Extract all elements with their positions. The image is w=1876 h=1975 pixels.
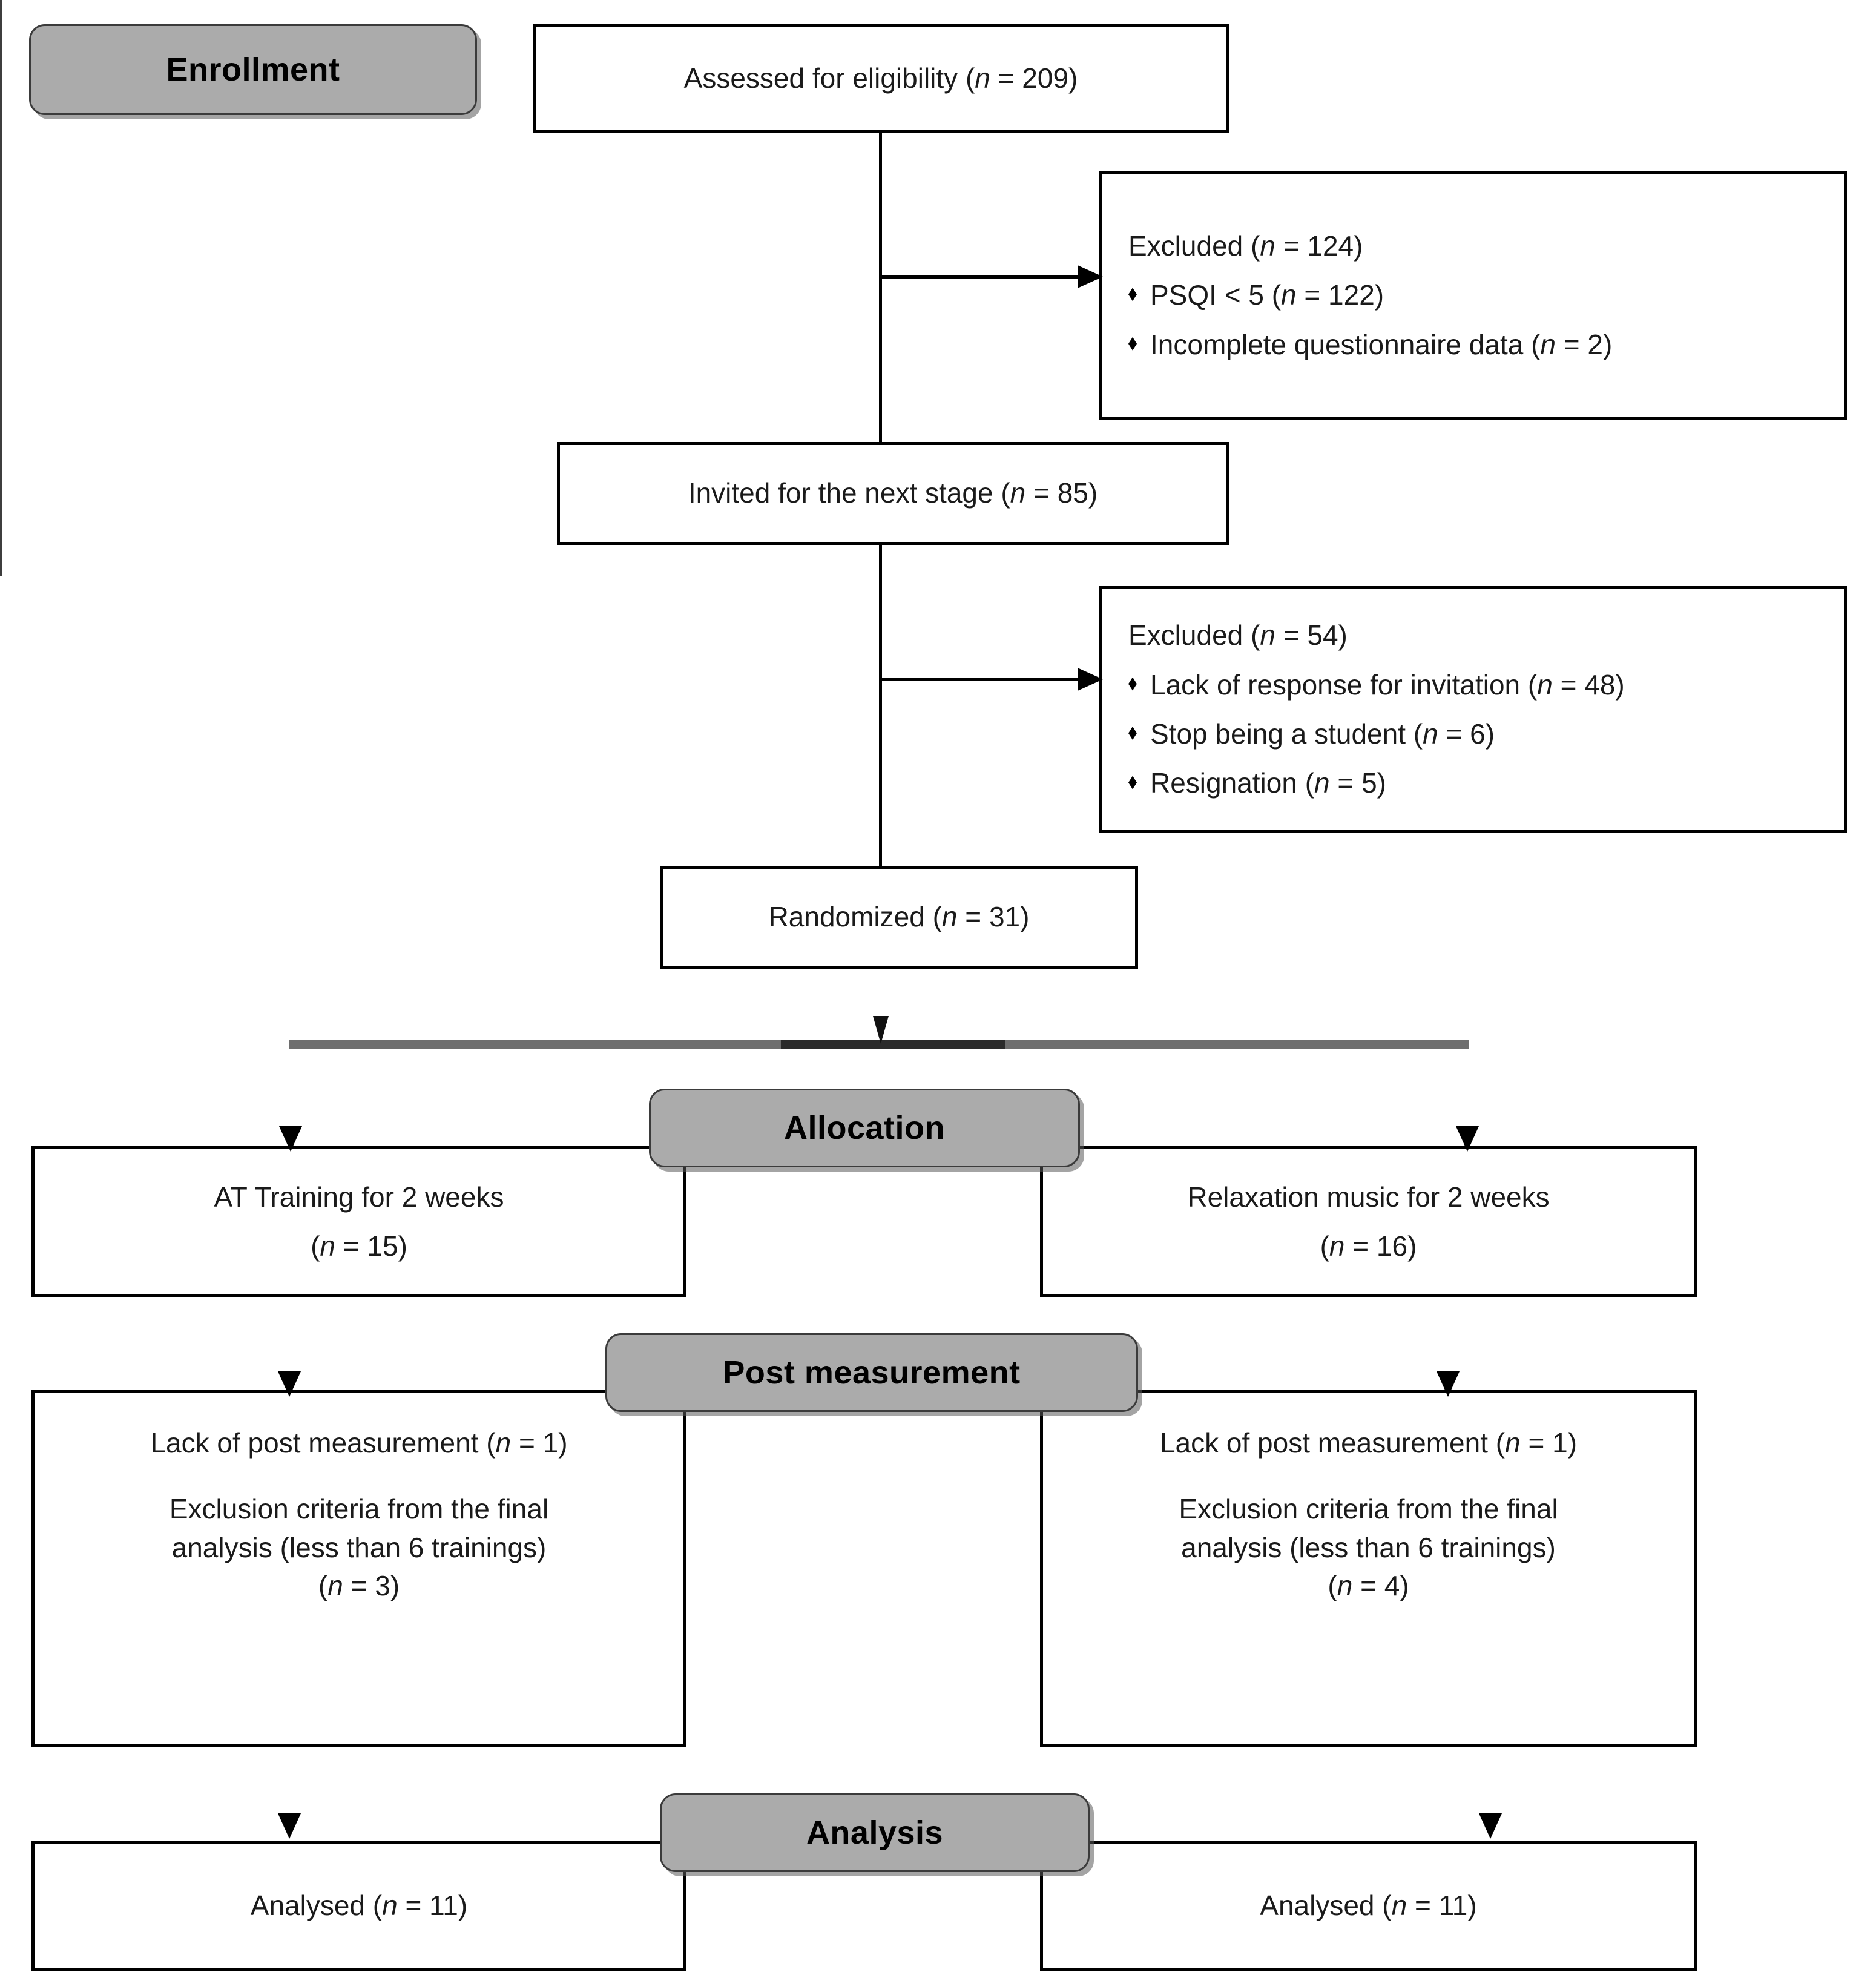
- connector-left-allocation-to-post: [0, 249, 2, 334]
- connector-invited-to-randomized: [879, 545, 882, 866]
- invited-next-stage-text: Invited for the next stage (n = 85): [688, 477, 1098, 509]
- italic-n: n: [1314, 767, 1330, 799]
- post-left-line-2: Exclusion criteria from the final: [169, 1493, 549, 1525]
- excluded-1-item-0: PSQI < 5 (n = 122): [1128, 276, 1384, 314]
- stage-label-enrollment: Enrollment: [29, 24, 477, 115]
- arrowhead-randomized-to-split: [873, 1016, 889, 1044]
- connector-split-to-right-arm: [0, 153, 2, 249]
- italic-n: n: [1281, 279, 1297, 311]
- connector-randomized-to-split: [0, 0, 2, 56]
- italic-n: n: [495, 1427, 512, 1459]
- excluded-2-item-1: Stop being a student (n = 6): [1128, 715, 1495, 753]
- post-left-line-1: Lack of post measurement (n = 1): [150, 1427, 568, 1459]
- stage-label-post-measurement: Post measurement: [605, 1333, 1138, 1412]
- diamond-bullet-icon: [1128, 727, 1137, 740]
- node-post-measurement-right: Lack of post measurement (n = 1) Exclusi…: [1040, 1390, 1697, 1747]
- stage-label-allocation: Allocation: [649, 1089, 1080, 1167]
- excluded-1-item-1: Incomplete questionnaire data (n = 2): [1128, 326, 1612, 364]
- excluded-2-item-2-text: Resignation (n = 5): [1150, 767, 1386, 799]
- arrowhead-left-post-to-analysis: [278, 1813, 301, 1839]
- italic-n: n: [975, 62, 990, 94]
- node-invited-next-stage: Invited for the next stage (n = 85): [557, 442, 1229, 545]
- arrowhead-right-allocation-to-post: [1437, 1371, 1460, 1397]
- diamond-bullet-icon: [1128, 337, 1137, 351]
- italic-n: n: [941, 901, 958, 933]
- italic-n: n: [1540, 328, 1556, 360]
- diamond-bullet-icon: [1128, 776, 1137, 790]
- excluded-2-item-0: Lack of response for invitation (n = 48): [1128, 666, 1625, 704]
- excluded-2-heading: Excluded (n = 54): [1128, 619, 1348, 651]
- allocation-right-line-1: Relaxation music for 2 weeks: [1187, 1181, 1550, 1213]
- italic-n: n: [320, 1230, 335, 1262]
- node-post-measurement-left: Lack of post measurement (n = 1) Exclusi…: [31, 1390, 686, 1747]
- italic-n: n: [1260, 619, 1275, 651]
- node-analysed-right: Analysed (n = 11): [1040, 1841, 1697, 1971]
- node-allocation-left-at-training: AT Training for 2 weeks (n = 15): [31, 1146, 686, 1297]
- node-excluded-stage-1: Excluded (n = 124) PSQI < 5 (n = 122) In…: [1099, 171, 1847, 420]
- excluded-1-heading: Excluded (n = 124): [1128, 229, 1363, 262]
- allocation-split-bar-center: [781, 1040, 1005, 1049]
- post-right-line-1: Lack of post measurement (n = 1): [1159, 1427, 1578, 1459]
- node-assessed-for-eligibility: Assessed for eligibility (n = 209): [533, 24, 1229, 133]
- excluded-2-item-0-text: Lack of response for invitation (n = 48): [1150, 668, 1625, 701]
- post-left-line-4: (n = 3): [318, 1570, 400, 1602]
- italic-n: n: [1010, 477, 1026, 509]
- italic-n: n: [1329, 1230, 1345, 1262]
- post-left-line-3: analysis (less than 6 trainings): [171, 1531, 547, 1563]
- stage-label-allocation-text: Allocation: [783, 1110, 945, 1146]
- assessed-for-eligibility-text: Assessed for eligibility (n = 209): [683, 62, 1078, 94]
- analysed-right-text: Analysed (n = 11): [1260, 1889, 1477, 1921]
- arrowhead-to-left-allocation: [279, 1126, 302, 1152]
- arrowhead-to-excluded-2: [1078, 668, 1103, 691]
- arrowhead-left-allocation-to-post: [278, 1371, 301, 1397]
- connector-to-excluded-1: [879, 275, 1085, 279]
- connector-left-post-to-analysis: [0, 419, 2, 498]
- italic-n: n: [1260, 229, 1275, 262]
- connector-split-to-left-arm: [0, 56, 2, 153]
- italic-n: n: [327, 1570, 343, 1602]
- stage-label-post-measurement-text: Post measurement: [723, 1354, 1021, 1391]
- allocation-right-line-2: (n = 16): [1320, 1230, 1417, 1262]
- connector-assessed-to-invited: [879, 133, 882, 442]
- connector-to-excluded-2: [879, 678, 1085, 681]
- excluded-2-item-2: Resignation (n = 5): [1128, 764, 1386, 802]
- italic-n: n: [382, 1889, 398, 1921]
- stage-label-enrollment-text: Enrollment: [166, 51, 340, 88]
- italic-n: n: [1423, 718, 1438, 750]
- excluded-1-item-0-text: PSQI < 5 (n = 122): [1150, 279, 1384, 311]
- analysed-left-text: Analysed (n = 11): [250, 1889, 468, 1921]
- arrowhead-to-right-allocation: [1456, 1126, 1479, 1152]
- arrowhead-right-post-to-analysis: [1479, 1813, 1502, 1839]
- diamond-bullet-icon: [1128, 288, 1137, 302]
- connector-right-post-to-analysis: [0, 498, 2, 576]
- stage-label-analysis-text: Analysis: [806, 1815, 944, 1851]
- italic-n: n: [1337, 1570, 1353, 1602]
- italic-n: n: [1391, 1889, 1407, 1921]
- node-excluded-stage-2: Excluded (n = 54) Lack of response for i…: [1099, 586, 1847, 833]
- allocation-left-line-2: (n = 15): [311, 1230, 407, 1262]
- post-right-line-3: analysis (less than 6 trainings): [1181, 1531, 1556, 1563]
- stage-label-analysis: Analysis: [660, 1793, 1090, 1872]
- excluded-1-item-1-text: Incomplete questionnaire data (n = 2): [1150, 328, 1613, 360]
- post-right-line-4: (n = 4): [1328, 1570, 1409, 1602]
- node-randomized: Randomized (n = 31): [660, 866, 1138, 969]
- italic-n: n: [1505, 1427, 1521, 1459]
- node-analysed-left: Analysed (n = 11): [31, 1841, 686, 1971]
- excluded-2-item-1-text: Stop being a student (n = 6): [1150, 718, 1495, 750]
- node-allocation-right-relaxation-music: Relaxation music for 2 weeks (n = 16): [1040, 1146, 1697, 1297]
- connector-right-allocation-to-post: [0, 334, 2, 419]
- arrowhead-to-excluded-1: [1078, 265, 1103, 288]
- diamond-bullet-icon: [1128, 677, 1137, 691]
- allocation-left-line-1: AT Training for 2 weeks: [214, 1181, 504, 1213]
- post-right-line-2: Exclusion criteria from the final: [1179, 1493, 1558, 1525]
- italic-n: n: [1537, 668, 1553, 701]
- randomized-text: Randomized (n = 31): [768, 901, 1030, 933]
